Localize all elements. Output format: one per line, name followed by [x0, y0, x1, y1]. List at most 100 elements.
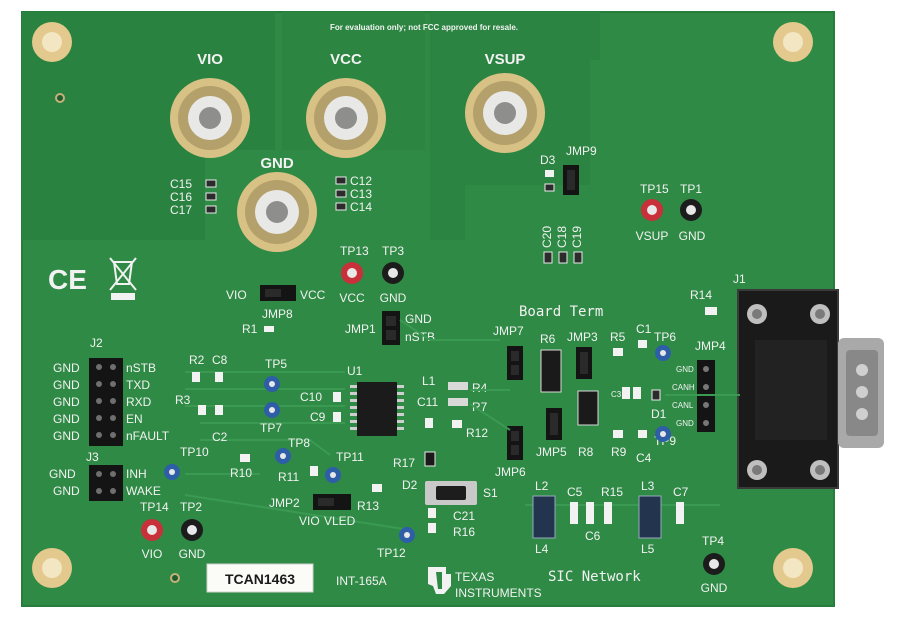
d1-label: D1	[651, 407, 667, 421]
tp15-label: TP15	[640, 182, 669, 196]
c11-label: C11	[417, 395, 438, 409]
vsup-banana-post[interactable]	[465, 73, 545, 153]
jmp5-jumper[interactable]	[546, 408, 562, 440]
j2-txd-label: TXD	[126, 378, 150, 392]
c20-label: C20	[540, 226, 554, 248]
vcc-banana-post[interactable]	[306, 78, 386, 158]
tp10-test-point[interactable]	[164, 464, 180, 480]
tp12-test-point[interactable]	[399, 527, 415, 543]
j2-left-pin-2: GND	[53, 378, 80, 392]
tp4-label: TP4	[702, 534, 724, 548]
r7-label: R7	[472, 400, 488, 414]
tp3-test-point[interactable]	[382, 262, 404, 284]
tp13-test-point[interactable]	[341, 262, 363, 284]
tp15-test-point[interactable]	[641, 199, 663, 221]
tp15-net-label: VSUP	[636, 229, 669, 243]
tp11-test-point[interactable]	[325, 467, 341, 483]
tp14-label: TP14	[140, 500, 169, 514]
tp14-net-label: VIO	[142, 547, 163, 561]
tp7-test-point[interactable]	[264, 402, 280, 418]
vio-banana-post[interactable]	[170, 78, 250, 158]
jmp1-gnd-label: GND	[405, 312, 432, 326]
jmp4-pin-gnd-1: GND	[676, 365, 694, 374]
jmp6-label: JMP6	[495, 465, 526, 479]
j3-label: J3	[86, 450, 99, 464]
part-label-text: TCAN1463	[225, 571, 295, 587]
tp5-test-point[interactable]	[264, 376, 280, 392]
c13-label: C13	[350, 187, 372, 201]
sic-network-label: SIC Network	[548, 569, 641, 585]
jmp6-jumper[interactable]	[507, 426, 523, 460]
ti-logo-icon	[428, 567, 451, 594]
jmp1-jumper[interactable]	[382, 311, 400, 345]
tp8-test-point[interactable]	[275, 448, 291, 464]
weee-bin-icon	[109, 257, 137, 300]
mounting-hole-br	[773, 548, 813, 588]
c15-label: C15	[170, 177, 192, 191]
r14-label: R14	[690, 288, 712, 302]
jmp3-jumper[interactable]	[576, 347, 592, 379]
j2-header[interactable]	[89, 358, 123, 446]
jmp2-label: JMP2	[269, 496, 300, 510]
tp9-test-point[interactable]	[655, 426, 671, 442]
tp1-test-point[interactable]	[680, 199, 702, 221]
part-label-sticker: TCAN1463	[206, 563, 314, 593]
gnd-post-label: GND	[260, 155, 294, 172]
jmp1-nstb-label: nSTB	[405, 330, 435, 344]
tp14-test-point[interactable]	[141, 519, 163, 541]
l3-label: L3	[641, 479, 655, 493]
vendor-line-2: INSTRUMENTS	[455, 586, 542, 600]
tp6-test-point[interactable]	[655, 345, 671, 361]
l5-label: L5	[641, 542, 655, 556]
jmp7-jumper[interactable]	[507, 346, 523, 380]
c14-label: C14	[350, 200, 372, 214]
l2-label: L2	[535, 479, 549, 493]
r6-label: R6	[540, 332, 556, 346]
j3-left-pin-2: GND	[53, 484, 80, 498]
c17-label: C17	[170, 203, 192, 217]
j2-label: J2	[90, 336, 103, 350]
tp4-test-point[interactable]	[703, 553, 725, 575]
j3-wake-label: WAKE	[126, 484, 161, 498]
j2-left-pin-4: GND	[53, 412, 80, 426]
d3-label: D3	[540, 153, 556, 167]
j3-inh-label: INH	[126, 467, 147, 481]
vendor-line-1: TEXAS	[455, 570, 494, 584]
c18-label: C18	[555, 226, 569, 248]
mounting-hole-tr	[773, 22, 813, 62]
j2-rxd-label: RXD	[126, 395, 152, 409]
r10-label: R10	[230, 466, 252, 480]
j2-en-label: EN	[126, 412, 143, 426]
jmp9-label: JMP9	[566, 144, 597, 158]
j1-db9-connector[interactable]	[737, 289, 884, 489]
c2-label: C2	[212, 430, 228, 444]
jmp2-jumper[interactable]	[313, 494, 351, 510]
tp1-label: TP1	[680, 182, 702, 196]
vio-post-label: VIO	[197, 51, 223, 68]
r3-label: R3	[175, 393, 191, 407]
board-term-label: Board Term	[519, 304, 603, 320]
j2-nfault-label: nFAULT	[126, 429, 170, 443]
j2-nstb-label: nSTB	[126, 361, 156, 375]
c9-label: C9	[310, 410, 326, 424]
caps-c18-c20	[543, 251, 583, 264]
r12-label: R12	[466, 426, 488, 440]
jmp9-jumper[interactable]	[563, 165, 579, 195]
tp6-label: TP6	[654, 330, 676, 344]
tp4-net-label: GND	[701, 581, 728, 595]
jmp4-label: JMP4	[695, 339, 726, 353]
l4-label: L4	[535, 542, 549, 556]
vcc-post-label: VCC	[330, 51, 362, 68]
j3-header[interactable]	[89, 465, 123, 501]
tp2-test-point[interactable]	[181, 519, 203, 541]
mounting-hole-tl	[32, 22, 72, 62]
c4-label: C4	[636, 451, 652, 465]
d2-label: D2	[402, 478, 418, 492]
tp2-label: TP2	[180, 500, 202, 514]
jmp8-label: JMP8	[262, 307, 293, 321]
s1-pushbutton[interactable]	[425, 481, 477, 505]
gnd-banana-post[interactable]	[237, 172, 317, 252]
tp10-label: TP10	[180, 445, 209, 459]
jmp8-jumper[interactable]	[260, 285, 296, 301]
jmp8-left-label: VIO	[226, 288, 247, 302]
